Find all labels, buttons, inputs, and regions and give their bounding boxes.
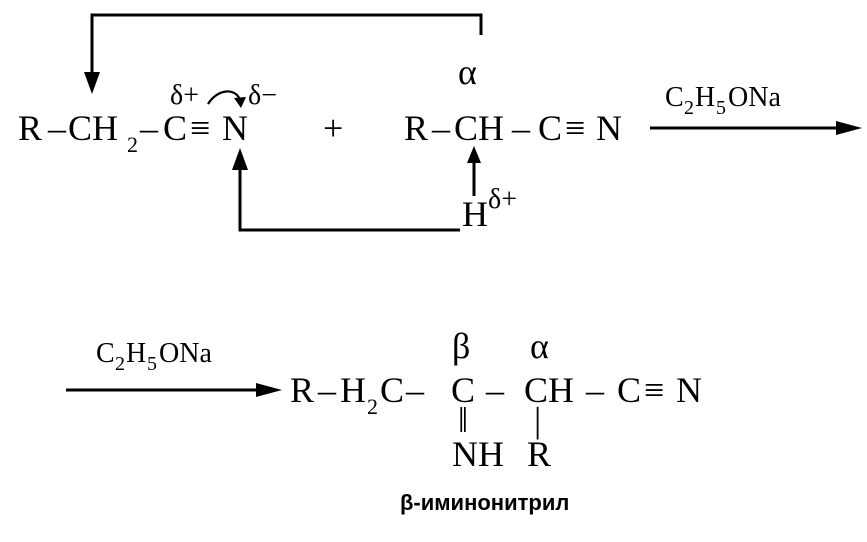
product-n: N [676,370,702,410]
bottom-arrowhead [232,148,248,170]
reagent-1-c: C [665,82,684,113]
product-bond-4: – [585,370,605,410]
product-h2c-h: H [340,370,366,410]
reagent-2-h-subscript: 5 [147,353,157,375]
product-h2c-c: C [380,370,404,410]
product-r-substituent: R [527,434,551,474]
reactant-2-ch: CH [454,108,504,148]
electron-shift-arrow [207,90,242,105]
product-h2c-subscript: 2 [367,394,378,419]
reagent-1-h-subscript: 5 [716,97,726,119]
top-arrow-path [90,13,483,75]
reagent-2-c-subscript: 2 [115,353,125,375]
reactant-1-bond-1: – [47,108,67,148]
bottom-arrow-path [238,168,460,232]
product-double-bond: ‖ [458,400,468,440]
product-triple-bond: ≡ [644,370,664,410]
bottom-mechanism-arrow [232,148,460,232]
plus-sign: + [323,108,343,148]
reactant-2-nitrile: α R – CH – C ≡ N H δ+ [404,52,622,234]
reactant-1-nitrile: R – CH 2 – C ≡ N δ+ δ− [18,80,277,157]
top-mechanism-arrow [84,13,483,94]
product-beta-label: β [452,326,470,366]
product-c-beta: C [451,370,475,410]
product-r: R [290,370,314,410]
product-ch: CH [524,370,574,410]
reactant-1-bond-2: – [139,108,159,148]
product-alpha-label: α [530,326,549,366]
reagent-1-c-subscript: 2 [684,97,694,119]
h-to-c-arrowhead [467,146,481,163]
reagent-2-ona: ONa [159,338,212,369]
reaction-2-arrow [66,383,282,397]
reactant-1-c: C [163,108,187,148]
reactant-1-triple-bond: ≡ [190,108,210,148]
electron-shift-arrowhead [234,97,246,108]
reaction-1-reagent: C 2 H 5 ONa [665,82,781,119]
product-c: C [617,370,641,410]
reactant-1-delta-minus: δ− [248,80,277,111]
reactant-1-n: N [222,108,248,148]
reactant-2-c: C [538,108,562,148]
product-bond-2: – [405,370,425,410]
reactant-2-r: R [404,108,428,148]
reactant-2-triple-bond: ≡ [565,108,585,148]
reactant-1-ch-subscript: 2 [127,132,138,157]
reactant-2-h: H [462,194,488,234]
product-beta-iminonitrile: R – H 2 C – β C – α CH – C ≡ N ‖ | NH R [290,326,702,474]
product-single-bond-down: | [534,400,541,440]
reactant-1-r: R [18,108,42,148]
reagent-1-ona: ONa [728,82,781,113]
reactant-2-bond-2: – [511,108,531,148]
product-bond-1: – [317,370,337,410]
reagent-2-h: H [126,338,146,369]
reactant-2-n: N [596,108,622,148]
reactant-1-delta-plus: δ+ [170,80,199,111]
reactant-2-alpha: α [458,52,477,92]
product-bond-3: – [485,370,505,410]
reaction-1-arrow [650,121,862,135]
top-arrowhead [84,72,100,94]
reactant-2-h-delta-plus: δ+ [488,184,517,215]
product-nh: NH [452,434,504,474]
reactant-2-bond-1: – [431,108,451,148]
reactant-1-ch: CH [68,108,118,148]
reagent-2-c: C [96,338,115,369]
reaction-2-reagent: C 2 H 5 ONa [96,338,212,375]
product-caption: β-иминонитрил [400,490,569,515]
reagent-1-h: H [695,82,715,113]
